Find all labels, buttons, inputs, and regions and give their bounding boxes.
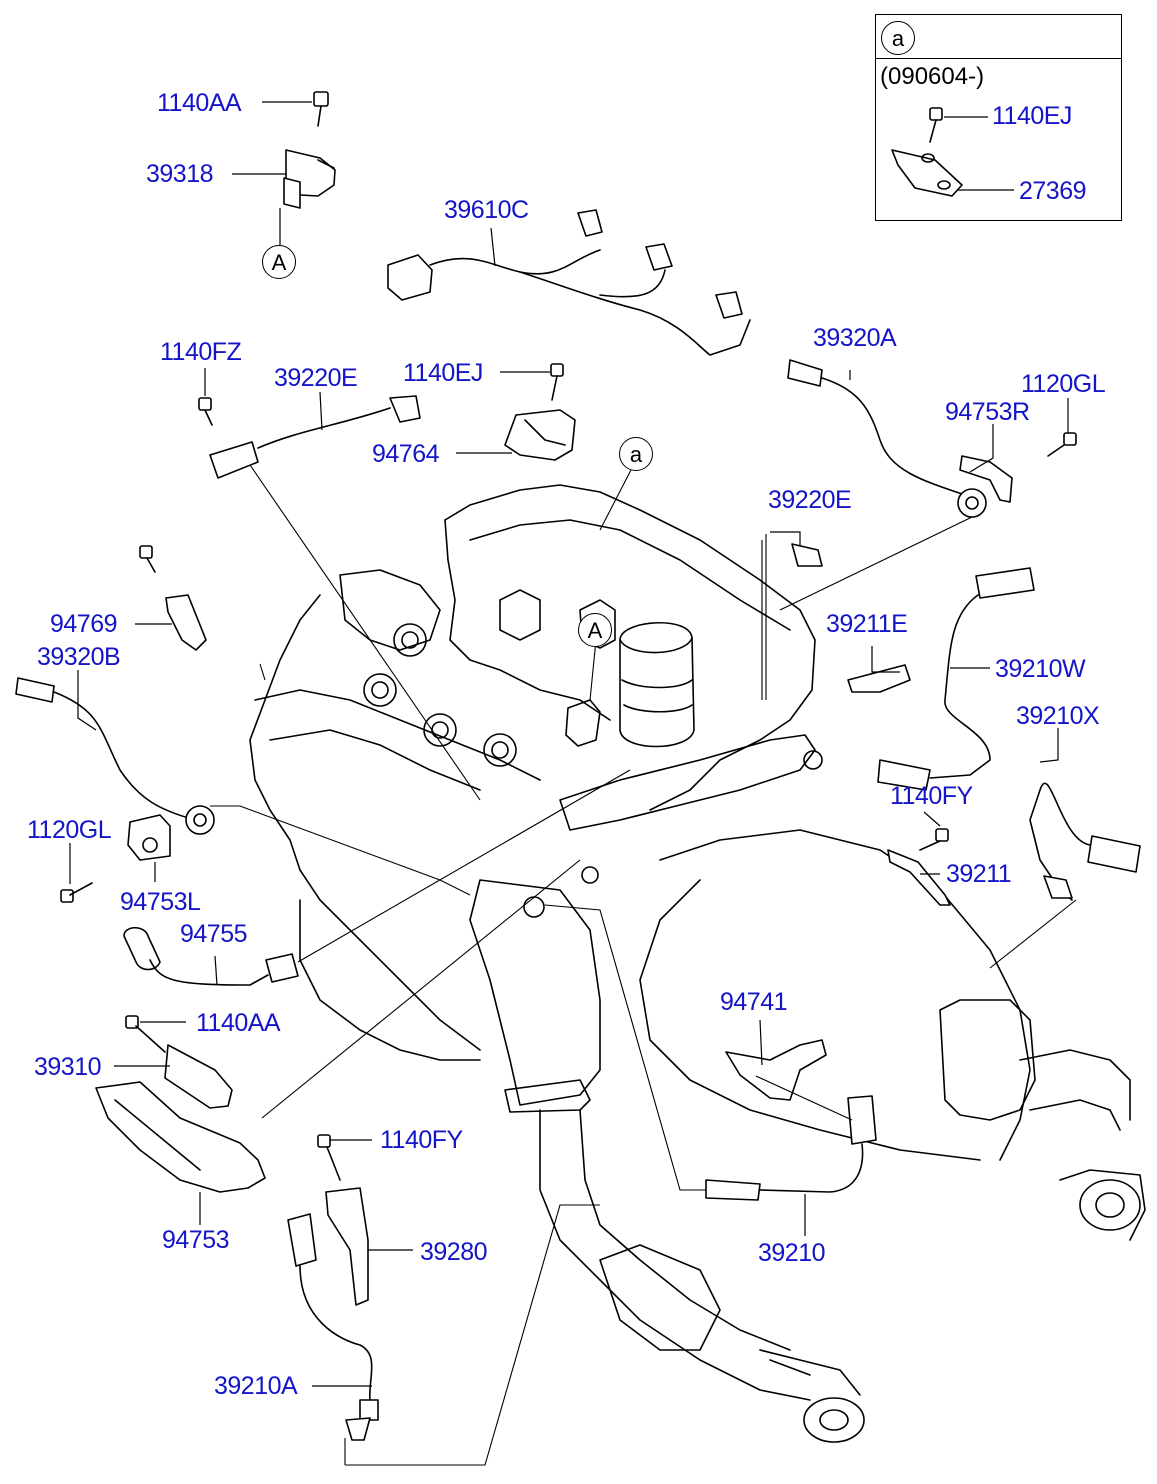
part-number-39320a[interactable]: 39320A xyxy=(813,324,897,352)
cam-position-sensor-39318 xyxy=(283,91,336,209)
bracket-94741 xyxy=(725,1039,827,1101)
part-number-94753r[interactable]: 94753R xyxy=(945,398,1030,426)
inset-date-range: (090604-) xyxy=(880,63,985,90)
sensor-39220e-harness xyxy=(198,395,421,479)
oxygen-sensor-39210a xyxy=(287,1213,379,1441)
engine-block-drawing xyxy=(249,484,1146,1443)
inset-divider xyxy=(875,58,1122,59)
part-number-27369[interactable]: 27369 xyxy=(1019,177,1087,205)
part-number-94755[interactable]: 94755 xyxy=(180,920,248,948)
part-number-39210w[interactable]: 39210W xyxy=(995,655,1086,683)
part-number-1140ej[interactable]: 1140EJ xyxy=(403,359,483,387)
leader-lines xyxy=(69,101,1077,1466)
part-number-1140fy-right[interactable]: 1140FY xyxy=(890,782,973,810)
part-number-39211e[interactable]: 39211E xyxy=(826,610,908,638)
part-number-1120gl-left[interactable]: 1120GL xyxy=(27,816,112,844)
bracket-39211 xyxy=(887,828,951,906)
bracket-39280 xyxy=(317,1134,369,1306)
part-number-94769[interactable]: 94769 xyxy=(50,610,118,638)
part-number-94753[interactable]: 94753 xyxy=(162,1226,230,1254)
part-number-39220e-left[interactable]: 39220E xyxy=(274,364,358,392)
ref-marker-a-small: a xyxy=(619,437,653,471)
part-number-39280[interactable]: 39280 xyxy=(420,1238,488,1266)
bracket-94764 xyxy=(504,363,576,461)
part-number-39310[interactable]: 39310 xyxy=(34,1053,102,1081)
harness-94755 xyxy=(123,926,299,986)
part-number-39210a[interactable]: 39210A xyxy=(214,1372,298,1400)
inset-box xyxy=(875,14,1122,221)
part-number-94741[interactable]: 94741 xyxy=(720,988,788,1016)
part-number-1120gl-right[interactable]: 1120GL xyxy=(1021,370,1106,398)
bracket-94753r xyxy=(959,432,1077,503)
part-number-94764[interactable]: 94764 xyxy=(372,440,440,468)
part-number-1140aa-bottom[interactable]: 1140AA xyxy=(196,1009,281,1037)
ref-marker-a-engine: A xyxy=(578,613,612,647)
part-number-1140aa-top[interactable]: 1140AA xyxy=(157,89,242,117)
part-number-94753l[interactable]: 94753L xyxy=(120,888,201,916)
bracket-94753l xyxy=(60,814,171,903)
sensor-39220e-small xyxy=(791,543,823,567)
knock-sensor-39320b xyxy=(15,677,215,835)
wiring-harness-39610c xyxy=(387,209,751,356)
part-number-1140ej-inset[interactable]: 1140EJ xyxy=(992,102,1072,130)
part-number-39220e-right[interactable]: 39220E xyxy=(768,486,852,514)
oxygen-sensor-39210 xyxy=(705,1095,877,1201)
oxygen-sensor-39210w xyxy=(877,567,1035,791)
knock-sensor-39320a xyxy=(779,359,987,611)
part-number-39210x[interactable]: 39210X xyxy=(1016,702,1100,730)
part-number-39211[interactable]: 39211 xyxy=(946,860,1012,888)
bracket-94769 xyxy=(139,545,207,651)
ref-marker-a-upper: A xyxy=(262,245,296,279)
heat-shield-94753 xyxy=(95,1081,266,1193)
inset-bracket-27369 xyxy=(891,107,963,197)
bracket-39211e xyxy=(847,664,911,693)
part-number-39610c[interactable]: 39610C xyxy=(444,196,529,224)
inset-ref-marker: a xyxy=(881,21,915,55)
part-number-1140fz[interactable]: 1140FZ xyxy=(160,338,242,366)
part-number-39210[interactable]: 39210 xyxy=(758,1239,826,1267)
crank-sensor-39310 xyxy=(125,1015,233,1109)
part-number-39320b[interactable]: 39320B xyxy=(37,643,121,671)
part-number-39318[interactable]: 39318 xyxy=(146,160,214,188)
oxygen-sensor-39210x xyxy=(1029,782,1141,901)
part-number-1140fy-bottom[interactable]: 1140FY xyxy=(380,1126,463,1154)
